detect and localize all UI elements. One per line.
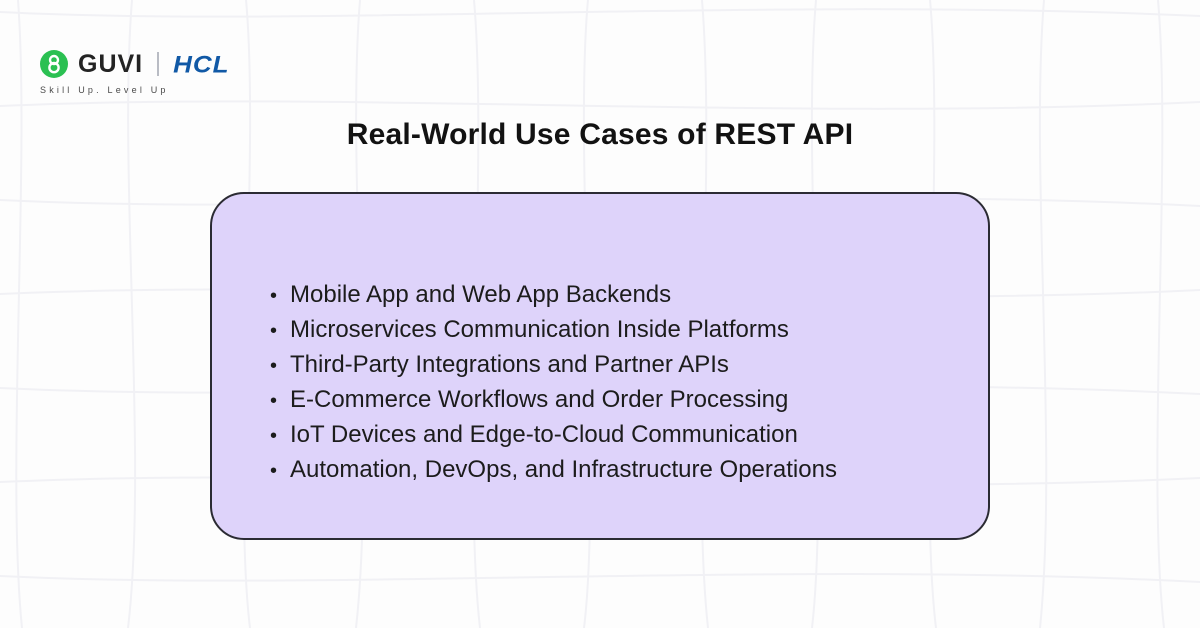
- bullet-icon: •: [270, 320, 278, 342]
- bullet-icon: •: [270, 390, 278, 412]
- use-cases-card: • Mobile App and Web App Backends • Micr…: [210, 192, 990, 540]
- list-item-label: Automation, DevOps, and Infrastructure O…: [290, 456, 837, 483]
- logo-divider: [157, 52, 160, 76]
- bullet-icon: •: [270, 425, 278, 447]
- list-item: • IoT Devices and Edge-to-Cloud Communic…: [270, 418, 958, 453]
- logo: GUVI HCL Skill Up. Level Up: [40, 50, 230, 95]
- guvi-logo-icon: [40, 50, 68, 78]
- list-item-label: Microservices Communication Inside Platf…: [290, 316, 789, 343]
- list-item-label: Third-Party Integrations and Partner API…: [290, 351, 729, 378]
- list-item: • E-Commerce Workflows and Order Process…: [270, 383, 958, 418]
- use-cases-list: • Mobile App and Web App Backends • Micr…: [212, 194, 988, 488]
- brand-tagline: Skill Up. Level Up: [40, 85, 169, 95]
- list-item: • Microservices Communication Inside Pla…: [270, 313, 958, 348]
- brand-name: GUVI: [78, 49, 144, 78]
- page-title: Real-World Use Cases of REST API: [346, 118, 854, 151]
- list-item: • Third-Party Integrations and Partner A…: [270, 348, 958, 383]
- list-item-label: IoT Devices and Edge-to-Cloud Communicat…: [290, 421, 798, 448]
- bullet-icon: •: [270, 460, 278, 482]
- list-item: • Automation, DevOps, and Infrastructure…: [270, 453, 958, 488]
- partner-logo: HCL: [173, 50, 230, 78]
- list-item-label: Mobile App and Web App Backends: [290, 281, 672, 308]
- list-item: • Mobile App and Web App Backends: [270, 278, 958, 313]
- bullet-icon: •: [270, 285, 278, 307]
- bullet-icon: •: [270, 355, 278, 377]
- list-item-label: E-Commerce Workflows and Order Processin…: [290, 386, 789, 413]
